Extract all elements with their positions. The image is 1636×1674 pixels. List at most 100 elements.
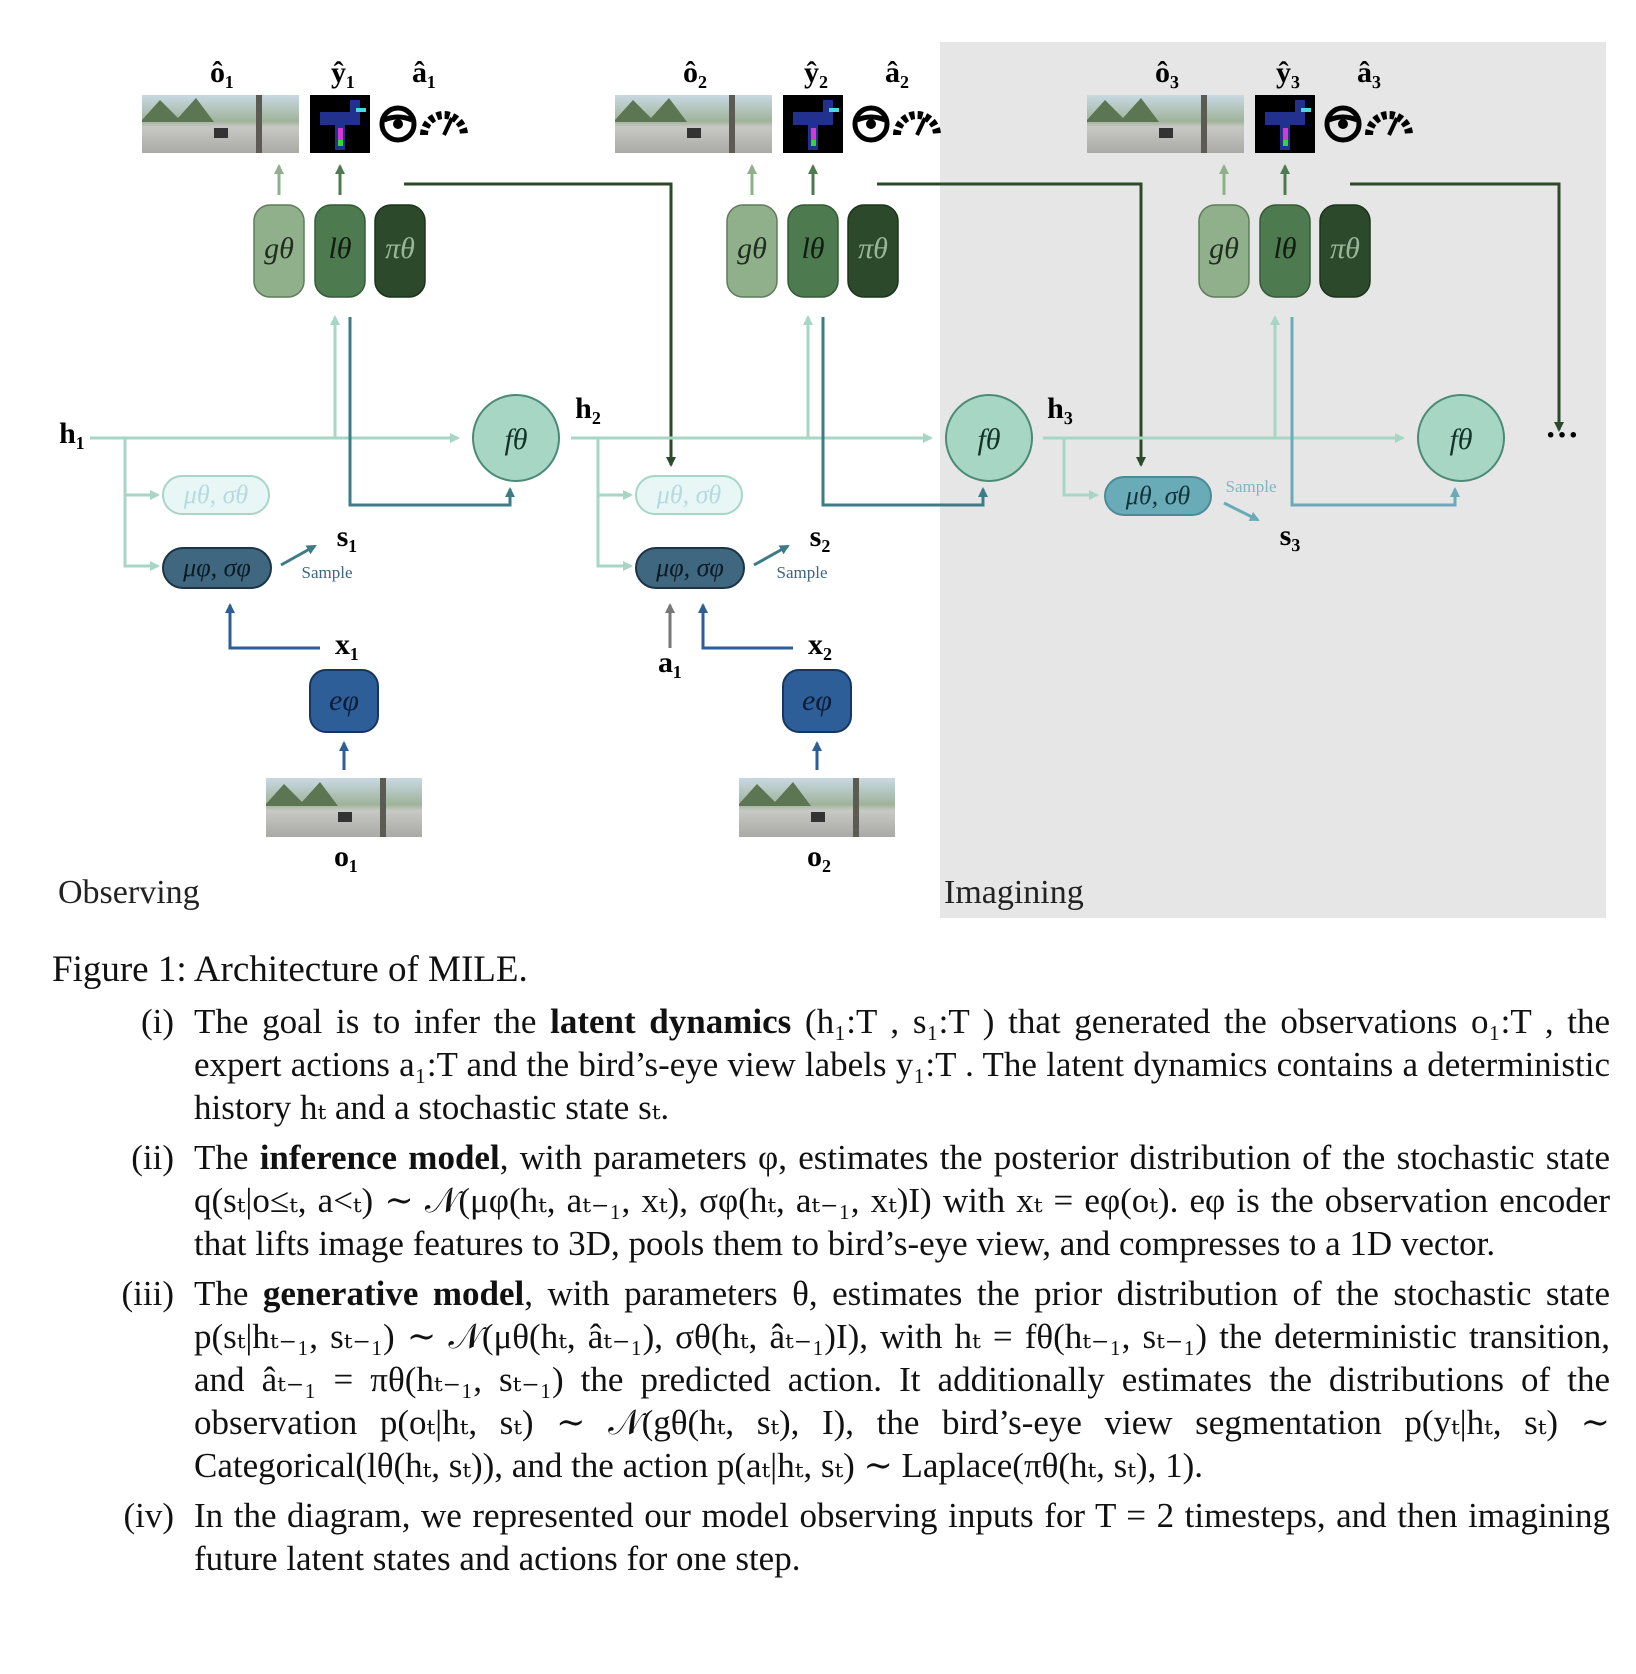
encoder-label: eφ (802, 684, 832, 717)
caption-item-ii: (ii) The inference model, with parameters… (0, 1136, 1636, 1265)
prior-node-active (1104, 476, 1212, 516)
item-text-post: (h₁:T , s₁:T ) that generated the observ… (194, 1002, 1611, 1127)
pi-theta-label: πθ (858, 232, 888, 265)
f-theta-node (1417, 394, 1505, 482)
h-label: h₂ (575, 392, 601, 425)
prior-node-faded (162, 475, 270, 515)
steering-wheel-icon (1324, 105, 1362, 143)
s-label: s₁ (337, 520, 358, 553)
s-label: s₃ (1280, 519, 1301, 552)
l-theta-head (787, 204, 839, 298)
g-theta-head (726, 204, 778, 298)
l-theta-label: lθ (1273, 232, 1296, 265)
item-number: (ii) (131, 1138, 174, 1177)
g-theta-label: gθ (737, 232, 767, 265)
predicted-bev-image (783, 95, 843, 153)
caption-item-iii: (iii) The generative model, with paramete… (0, 1272, 1636, 1487)
posterior-node (635, 547, 745, 589)
encoder-node (309, 669, 379, 733)
input-camera-image (739, 778, 895, 837)
g-theta-label: gθ (1209, 232, 1239, 265)
x-label: x₂ (808, 628, 832, 661)
item-text-pre: In the diagram, we represented our model… (194, 1496, 1610, 1578)
observing-label: Observing (58, 874, 200, 911)
sample-label: Sample (1226, 477, 1277, 496)
predicted-camera-image (142, 95, 299, 153)
f-theta-node (945, 394, 1033, 482)
encoder-label: eφ (329, 684, 359, 717)
item-text-post: , with parameters θ, estimates the prior… (194, 1274, 1610, 1485)
l-theta-label: lθ (328, 232, 351, 265)
f-theta-label: fθ (504, 423, 527, 456)
steering-wheel-icon (852, 105, 890, 143)
predicted-camera-image (1087, 95, 1244, 153)
y-hat-label: ŷ₂ (804, 56, 828, 89)
item-text-bold: inference model (259, 1138, 500, 1177)
s-label: s₂ (810, 520, 831, 553)
input-camera-image (266, 778, 422, 837)
timestep-3: ô₃ ŷ₃ â₃ gθ lθ (1043, 56, 1505, 552)
prior-label: μθ, σθ (656, 480, 722, 509)
predicted-bev-image (310, 95, 370, 153)
item-text-pre: The goal is to infer the (194, 1002, 551, 1041)
sample-label: Sample (302, 563, 353, 582)
o-label: o₁ (334, 840, 358, 873)
y-hat-label: ŷ₃ (1276, 56, 1300, 89)
speedometer-icon (420, 111, 468, 136)
l-theta-head (1259, 204, 1311, 298)
timestep-1: ô₁ ŷ₁ â₁ gθ l (59, 56, 560, 873)
item-text-pre: The (194, 1138, 260, 1177)
f-theta-node (472, 394, 560, 482)
ellipsis: ··· (1545, 417, 1579, 454)
mile-architecture-diagram: ô₁ ŷ₁ â₁ gθ l (58, 42, 1606, 918)
item-text-bold: latent dynamics (550, 1002, 792, 1041)
pi-theta-head (847, 204, 899, 298)
sample-label: Sample (777, 563, 828, 582)
a-hat-label: â₁ (412, 56, 436, 89)
prior-node-faded (635, 475, 743, 515)
imagining-panel (940, 42, 1606, 918)
speedometer-icon (1365, 111, 1413, 136)
item-text-post: , with parameters φ, estimates the poste… (194, 1138, 1611, 1263)
o-hat-label: ô₂ (683, 56, 707, 89)
prior-label: μθ, σθ (183, 480, 249, 509)
caption-item-iv: (iv) In the diagram, we represented our m… (0, 1494, 1636, 1580)
g-theta-head (1198, 204, 1250, 298)
item-number: (iii) (121, 1274, 174, 1313)
speedometer-icon (893, 111, 941, 136)
o-label: o₂ (807, 840, 831, 873)
y-hat-label: ŷ₁ (331, 56, 355, 89)
h-label: h₁ (59, 417, 85, 450)
pi-theta-label: πθ (1330, 232, 1360, 265)
item-text-bold: generative model (262, 1274, 525, 1313)
a-hat-label: â₃ (1357, 56, 1381, 89)
encoder-node (782, 669, 852, 733)
o-hat-label: ô₁ (210, 56, 234, 89)
item-number: (i) (140, 1002, 174, 1041)
prior-label: μθ, σθ (1125, 481, 1191, 510)
a-hat-label: â₂ (885, 56, 909, 89)
pi-theta-label: πθ (385, 232, 415, 265)
pi-theta-head (1319, 204, 1371, 298)
l-theta-head (314, 204, 366, 298)
item-text-pre: The (194, 1274, 263, 1313)
f-theta-label: fθ (1449, 423, 1472, 456)
o-hat-label: ô₃ (1155, 56, 1179, 89)
caption-item-i: (i) The goal is to infer the latent dynam… (0, 1000, 1636, 1129)
item-number: (iv) (123, 1496, 174, 1535)
predicted-camera-image (615, 95, 772, 153)
posterior-label: μφ, σφ (182, 553, 251, 582)
timestep-2: ô₂ ŷ₂ â₂ gθ lθ (571, 56, 1033, 873)
g-theta-head (253, 204, 305, 298)
predicted-bev-image (1255, 95, 1315, 153)
l-theta-label: lθ (801, 232, 824, 265)
h-label: h₃ (1047, 392, 1073, 425)
steering-wheel-icon (379, 105, 417, 143)
posterior-node (162, 547, 272, 589)
posterior-label: μφ, σφ (655, 553, 724, 582)
pi-theta-head (374, 204, 426, 298)
a-label: a₁ (658, 646, 682, 679)
imagining-label: Imagining (944, 874, 1084, 911)
x-label: x₁ (335, 628, 359, 661)
f-theta-label: fθ (977, 423, 1000, 456)
